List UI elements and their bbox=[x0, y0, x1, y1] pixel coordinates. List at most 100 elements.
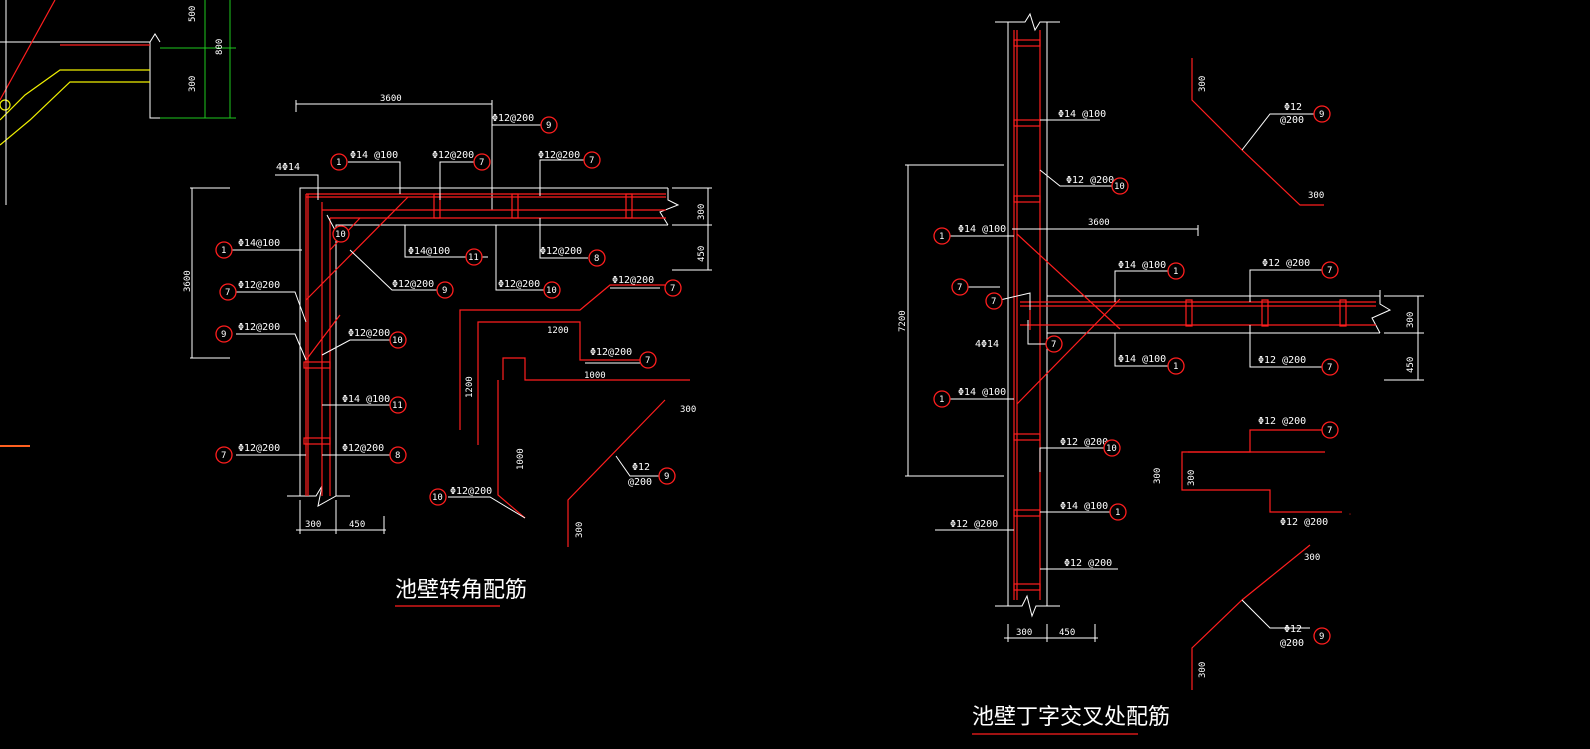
tj-shape-phi12-200-7b: Φ12 @200 bbox=[1280, 517, 1328, 528]
callout-1: 1 bbox=[336, 158, 341, 168]
corner-shape-dim-1200b: 1200 bbox=[465, 376, 475, 398]
corner-shape-phi12-200-7b: Φ12@200 bbox=[590, 347, 632, 358]
callout-8: 8 bbox=[395, 451, 400, 461]
callout-10: 10 bbox=[1106, 444, 1117, 454]
corner-shape-dim-1000b: 1000 bbox=[516, 448, 526, 470]
callout-7: 7 bbox=[1327, 266, 1332, 276]
tj-dim-b-450: 450 bbox=[1059, 628, 1075, 638]
corner-label-phi12-200-10left: Φ12@200 bbox=[348, 328, 390, 339]
corner-dim-left-3600: 3600 bbox=[183, 270, 193, 292]
tj-label-phi14-100-r1: Φ14 @100 bbox=[1118, 260, 1166, 271]
corner-shape-300a: 300 bbox=[680, 405, 696, 415]
corner-label-phi12-200-8: Φ12@200 bbox=[540, 246, 582, 257]
corner-shape-dim-1000a: 1000 bbox=[584, 371, 606, 381]
callout-1: 1 bbox=[939, 232, 944, 242]
corner-label-phi12-200-top: Φ12@200 bbox=[432, 150, 474, 161]
tj-label-phi12-200-left: Φ12 @200 bbox=[950, 519, 998, 530]
corner-label-phi12-200-7r: Φ12@200 bbox=[538, 150, 580, 161]
partial-dim-800: 800 bbox=[215, 39, 225, 55]
corner-label-phi14-100-left: Φ14@100 bbox=[238, 238, 280, 249]
callout-10: 10 bbox=[546, 286, 557, 296]
t-junction-detail: 3600 7200 300 450 300 450 Φ14 @100 Φ12 @… bbox=[898, 12, 1424, 735]
tj-shape-300d: 300 bbox=[1187, 470, 1197, 486]
corner-dim-top-3600: 3600 bbox=[380, 94, 402, 104]
tj-shape-phi12a: Φ12 bbox=[1284, 102, 1302, 113]
callout-10: 10 bbox=[335, 230, 346, 240]
callout-7: 7 bbox=[225, 288, 230, 298]
tj-shape-phi12b: Φ12 bbox=[1284, 624, 1302, 635]
partial-detail: 500 800 300 bbox=[0, 0, 236, 447]
tj-label-phi14-100-left2: Φ14 @100 bbox=[958, 387, 1006, 398]
corner-label-phi14-100-top: Φ14 @100 bbox=[350, 150, 398, 161]
callout-7: 7 bbox=[957, 283, 962, 293]
tj-shape-200a: @200 bbox=[1280, 115, 1304, 126]
corner-dim-right-300: 300 bbox=[697, 204, 707, 220]
tj-dim-b-300: 300 bbox=[1016, 628, 1032, 638]
tj-shape-300c: 300 bbox=[1153, 468, 1163, 484]
partial-dim-500: 500 bbox=[188, 6, 198, 22]
corner-shape-200: @200 bbox=[628, 477, 652, 488]
callout-7: 7 bbox=[479, 158, 484, 168]
callout-7: 7 bbox=[1327, 363, 1332, 373]
callout-10: 10 bbox=[392, 336, 403, 346]
corner-label-phi12-200-7bl: Φ12@200 bbox=[238, 443, 280, 454]
tj-detail-title: 池壁丁字交叉处配筋 bbox=[972, 705, 1170, 730]
tj-label-phi14-100-left: Φ14 @100 bbox=[958, 224, 1006, 235]
corner-label-phi12-200-9: Φ12@200 bbox=[492, 113, 534, 124]
tj-label-phi12-200-r7: Φ12 @200 bbox=[1262, 258, 1310, 269]
corner-label-4phi14: 4Φ14 bbox=[276, 162, 300, 173]
tj-dim-h-3600: 3600 bbox=[1088, 218, 1110, 228]
tj-label-phi12-200-10: Φ12 @200 bbox=[1066, 175, 1114, 186]
callout-7: 7 bbox=[1327, 426, 1332, 436]
corner-label-phi12-200-10b: Φ12@200 bbox=[498, 279, 540, 290]
corner-label-phi12-200-9left: Φ12@200 bbox=[238, 322, 280, 333]
tj-shape-300b: 300 bbox=[1308, 191, 1324, 201]
corner-dim-right-450: 450 bbox=[697, 246, 707, 262]
callout-9: 9 bbox=[1319, 110, 1324, 120]
tj-dim-r-450: 450 bbox=[1406, 357, 1416, 373]
callout-7: 7 bbox=[670, 284, 675, 294]
callout-9: 9 bbox=[546, 121, 551, 131]
callout-9: 9 bbox=[664, 472, 669, 482]
callout-7: 7 bbox=[1051, 340, 1056, 350]
callout-8: 8 bbox=[594, 254, 599, 264]
corner-shape-phi12: Φ12 bbox=[632, 462, 650, 473]
callout-1: 1 bbox=[1115, 508, 1120, 518]
callout-11: 11 bbox=[392, 401, 403, 411]
corner-shape-phi12-200-7a: Φ12@200 bbox=[612, 275, 654, 286]
callout-11: 11 bbox=[468, 253, 479, 263]
callout-7: 7 bbox=[645, 356, 650, 366]
callout-7: 7 bbox=[991, 297, 996, 307]
tj-label-phi14-100a: Φ14 @100 bbox=[1058, 109, 1106, 120]
corner-label-phi14-100-11: Φ14@100 bbox=[408, 246, 450, 257]
tj-label-phi14-100-r1b: Φ14 @100 bbox=[1118, 354, 1166, 365]
corner-label-phi14-100-11left: Φ14 @100 bbox=[342, 394, 390, 405]
partial-dim-300: 300 bbox=[188, 76, 198, 92]
tj-label-phi14-100-1c: Φ14 @100 bbox=[1060, 501, 1108, 512]
callout-7: 7 bbox=[221, 451, 226, 461]
tj-label-phi12-200-10b: Φ12 @200 bbox=[1060, 437, 1108, 448]
callout-1: 1 bbox=[1173, 362, 1178, 372]
tj-label-phi12-200-bot: Φ12 @200 bbox=[1064, 558, 1112, 569]
corner-shape-dim-1200a: 1200 bbox=[547, 326, 569, 336]
tj-shape-200b: @200 bbox=[1280, 638, 1304, 649]
corner-shape-300b: 300 bbox=[575, 522, 585, 538]
tj-label-phi12-200-r7b: Φ12 @200 bbox=[1258, 355, 1306, 366]
corner-label-phi12-200-7left: Φ12@200 bbox=[238, 280, 280, 291]
corner-dim-bot-450: 450 bbox=[349, 520, 365, 530]
corner-callouts: 1 7 7 9 10 11 8 9 10 1 7 9 10 11 8 7 7 7… bbox=[215, 116, 682, 506]
corner-detail: 3600 3600 300 450 300 450 bbox=[183, 94, 712, 607]
callout-7: 7 bbox=[589, 156, 594, 166]
callout-9: 9 bbox=[442, 286, 447, 296]
tj-shape-300a: 300 bbox=[1198, 76, 1208, 92]
tj-shape-300e: 300 bbox=[1304, 553, 1320, 563]
corner-detail-title: 池壁转角配筋 bbox=[395, 578, 527, 603]
tj-label-4phi14: 4Φ14 bbox=[975, 339, 999, 350]
tj-shape-phi12-200-7a: Φ12 @200 bbox=[1258, 416, 1306, 427]
callout-1: 1 bbox=[221, 246, 226, 256]
corner-label-phi12-200-8left: Φ12@200 bbox=[342, 443, 384, 454]
callout-10: 10 bbox=[1114, 182, 1125, 192]
callout-9: 9 bbox=[1319, 632, 1324, 642]
callout-1: 1 bbox=[1173, 267, 1178, 277]
